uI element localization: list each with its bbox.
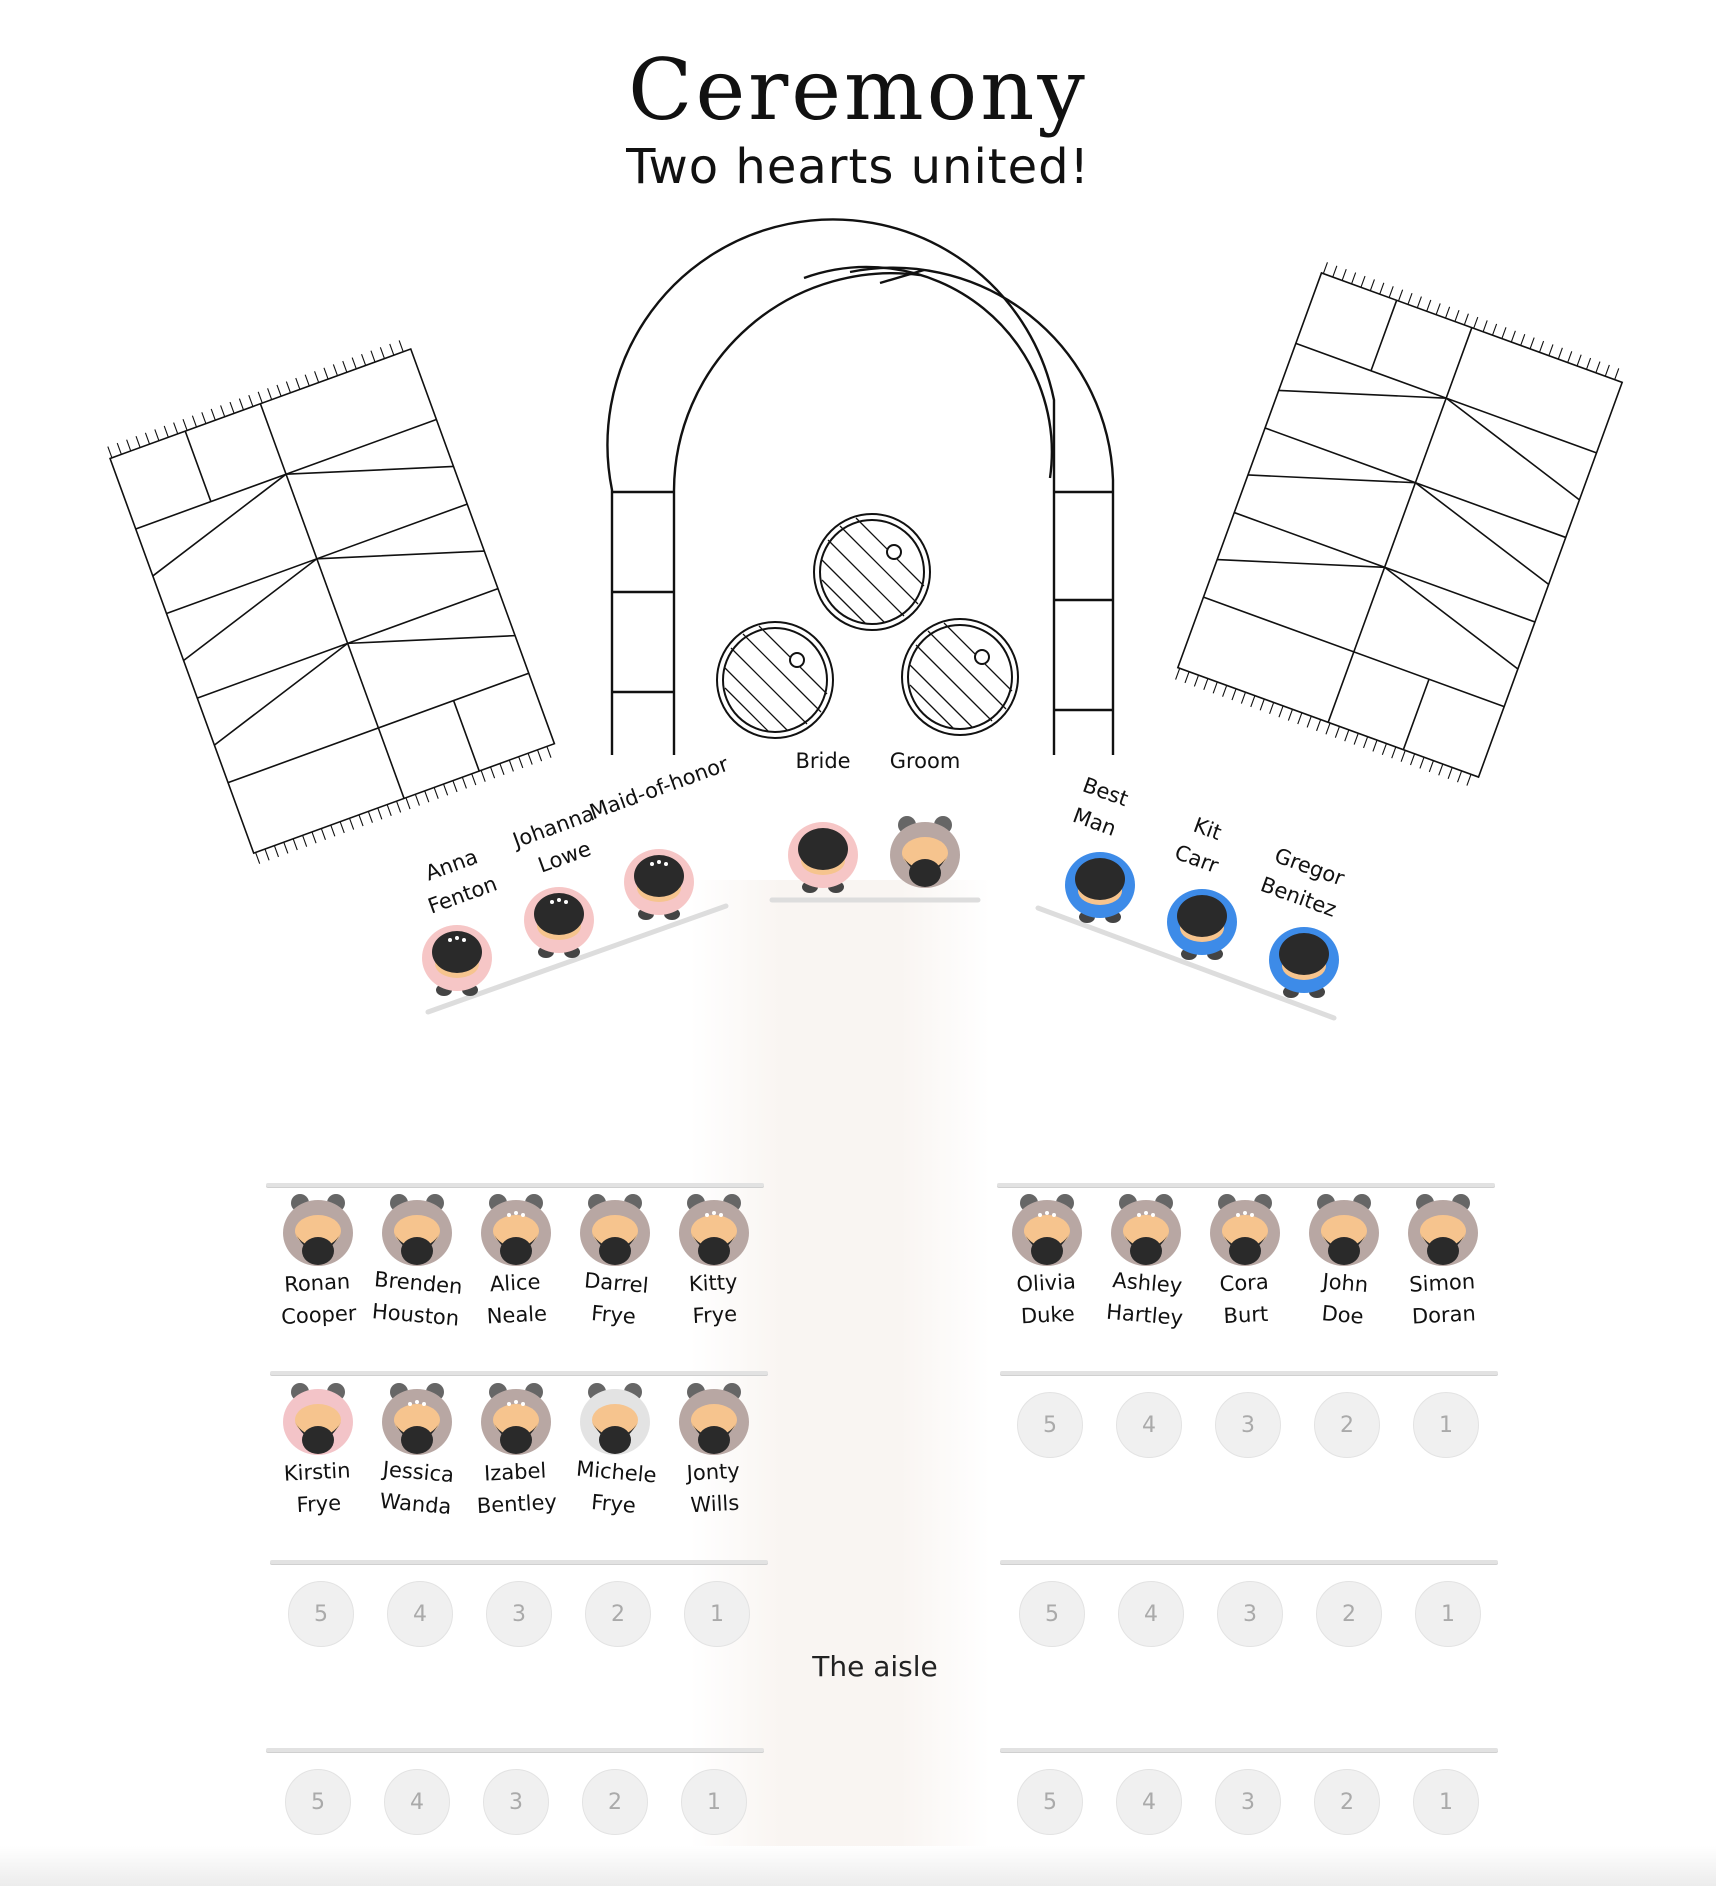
barrel-icon <box>716 621 834 739</box>
empty-seat[interactable]: 4 <box>384 1769 450 1835</box>
right-rug-icon <box>1175 262 1624 786</box>
guest-avatar[interactable] <box>578 1382 652 1462</box>
guest-avatar[interactable] <box>380 1382 454 1462</box>
barrel-icon <box>901 618 1019 736</box>
guest-avatar[interactable] <box>479 1193 553 1273</box>
pew-bench <box>997 1183 1495 1187</box>
guest-avatar[interactable] <box>1267 920 1341 1000</box>
empty-seat[interactable]: 5 <box>1017 1392 1083 1458</box>
empty-seat[interactable]: 5 <box>288 1581 354 1647</box>
barrel-icon <box>813 513 931 631</box>
guest-avatar[interactable] <box>578 1193 652 1273</box>
empty-seat[interactable]: 2 <box>1314 1392 1380 1458</box>
guest-avatar[interactable] <box>622 842 696 922</box>
guest-avatar[interactable] <box>281 1193 355 1273</box>
wedding-arch-icon <box>606 218 1115 755</box>
guest-avatar[interactable] <box>479 1382 553 1462</box>
bottom-scroll-edge <box>0 1846 1716 1886</box>
first-name: Groom <box>889 749 961 773</box>
guest-avatar[interactable] <box>677 1382 751 1462</box>
guest-name[interactable]: Bride <box>743 745 903 777</box>
empty-seat[interactable]: 2 <box>585 1581 651 1647</box>
guest-avatar[interactable] <box>380 1193 454 1273</box>
pew-bench <box>270 1371 768 1375</box>
guest-avatar[interactable] <box>1208 1193 1282 1273</box>
empty-seat[interactable]: 5 <box>1017 1769 1083 1835</box>
empty-seat[interactable]: 2 <box>1314 1769 1380 1835</box>
page-title: Ceremony <box>628 41 1088 139</box>
pew-bench <box>266 1183 764 1187</box>
page-subtitle: Two hearts united! <box>626 139 1090 195</box>
empty-seat[interactable]: 4 <box>1116 1392 1182 1458</box>
guest-avatar[interactable] <box>522 880 596 960</box>
guest-avatar[interactable] <box>1109 1193 1183 1273</box>
pew-bench <box>1000 1371 1498 1375</box>
empty-seat[interactable]: 1 <box>681 1769 747 1835</box>
guest-avatar[interactable] <box>1406 1193 1480 1273</box>
empty-seat[interactable]: 1 <box>1415 1581 1481 1647</box>
empty-seat[interactable]: 4 <box>387 1581 453 1647</box>
empty-seat[interactable]: 1 <box>1413 1769 1479 1835</box>
empty-seat[interactable]: 3 <box>1217 1581 1283 1647</box>
aisle-label: The aisle <box>812 1650 938 1683</box>
empty-seat[interactable]: 3 <box>1215 1392 1281 1458</box>
front-bench <box>425 897 1337 1021</box>
guest-name[interactable]: Groom <box>845 745 1005 777</box>
guest-avatar[interactable] <box>677 1193 751 1273</box>
empty-seat[interactable]: 4 <box>1116 1769 1182 1835</box>
pew-bench <box>1000 1560 1498 1564</box>
empty-seat[interactable]: 2 <box>1316 1581 1382 1647</box>
empty-seat[interactable]: 5 <box>285 1769 351 1835</box>
left-rug-icon <box>107 340 556 864</box>
empty-seat[interactable]: 1 <box>684 1581 750 1647</box>
guest-avatar[interactable] <box>888 815 962 895</box>
first-name: Bride <box>795 749 851 773</box>
guest-avatar[interactable] <box>1063 845 1137 925</box>
empty-seat[interactable]: 3 <box>1215 1769 1281 1835</box>
empty-seat[interactable]: 4 <box>1118 1581 1184 1647</box>
aisle-path <box>690 880 990 1886</box>
pew-bench <box>266 1748 764 1752</box>
empty-seat[interactable]: 3 <box>483 1769 549 1835</box>
guest-avatar[interactable] <box>420 918 494 998</box>
pew-bench <box>270 1560 768 1564</box>
guest-avatar[interactable] <box>1165 882 1239 962</box>
pew-bench <box>1000 1748 1498 1752</box>
empty-seat[interactable]: 3 <box>486 1581 552 1647</box>
guest-avatar[interactable] <box>1307 1193 1381 1273</box>
empty-seat[interactable]: 1 <box>1413 1392 1479 1458</box>
guest-avatar[interactable] <box>1010 1193 1084 1273</box>
empty-seat[interactable]: 2 <box>582 1769 648 1835</box>
empty-seat[interactable]: 5 <box>1019 1581 1085 1647</box>
guest-avatar[interactable] <box>281 1382 355 1462</box>
guest-avatar[interactable] <box>786 815 860 895</box>
